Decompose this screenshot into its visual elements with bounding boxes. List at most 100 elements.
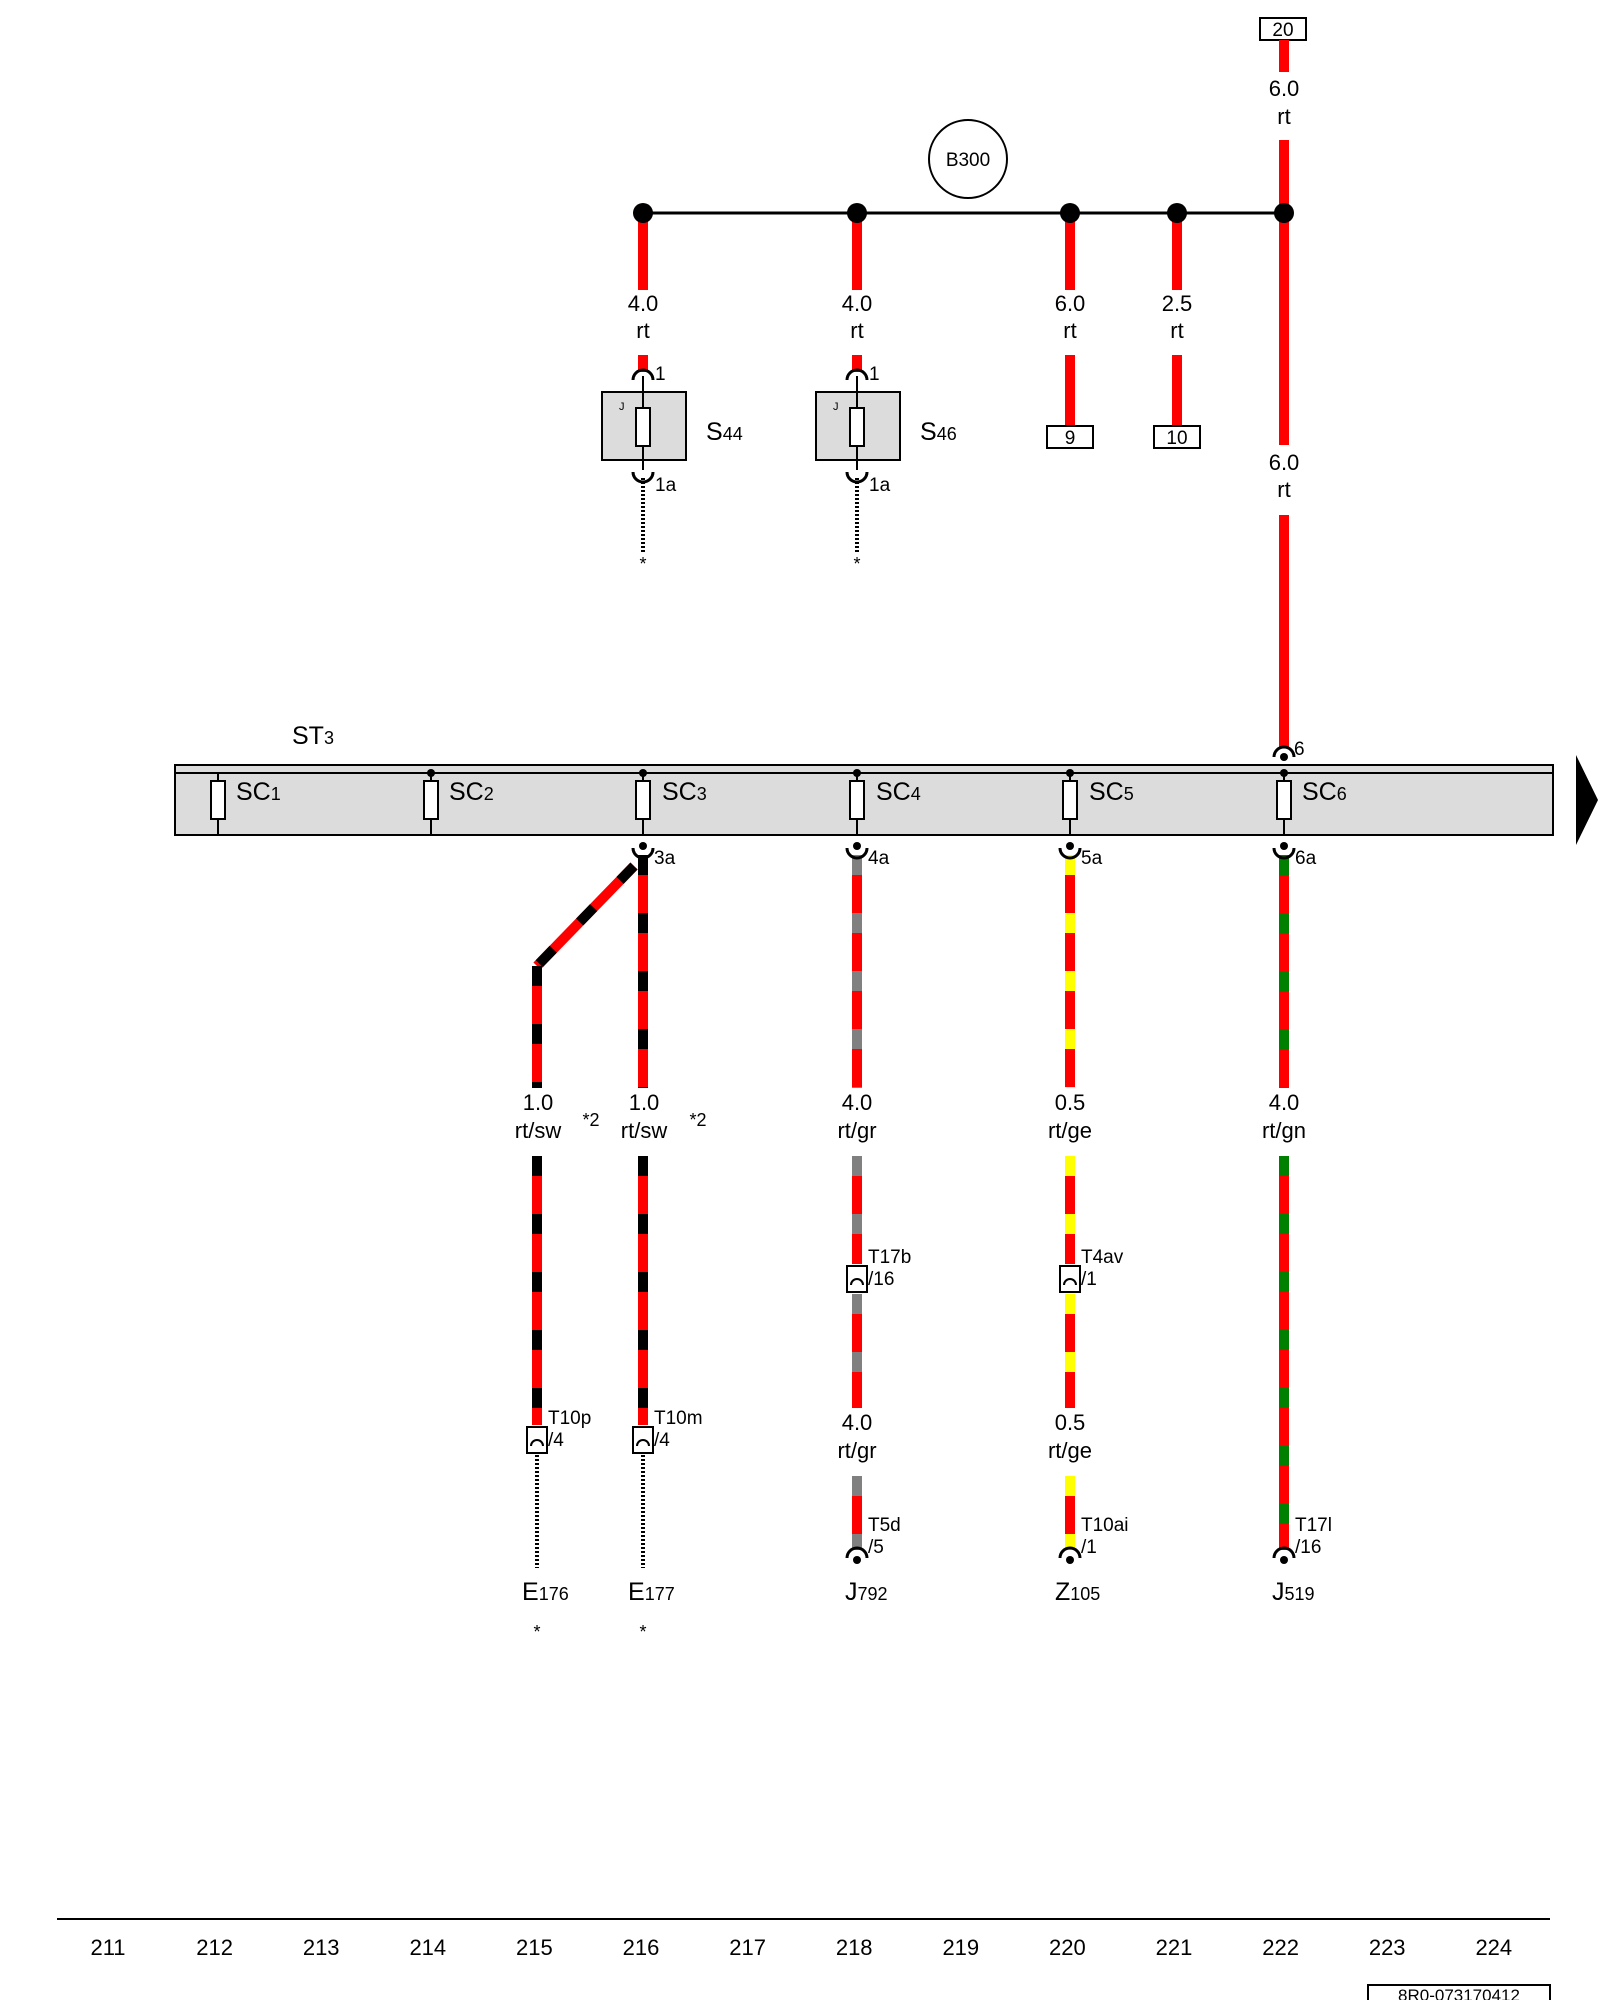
column-number: 223 xyxy=(1369,1935,1406,1960)
column-number: 215 xyxy=(516,1935,553,1960)
connector-pin-icon xyxy=(1058,1546,1082,1559)
wire-note: *2 xyxy=(582,1110,599,1130)
sc-fuse-4: SC4 xyxy=(849,773,921,835)
wire-stripe xyxy=(533,862,638,970)
connector-name: T17l xyxy=(1295,1515,1332,1536)
fuse-label: S44 xyxy=(706,418,743,446)
wire-gauge-label: 4.0 xyxy=(842,1090,873,1115)
wire-gauge-label: 6.0 xyxy=(1269,76,1300,101)
connector-pin: /16 xyxy=(868,1269,894,1290)
connector-pin-icon xyxy=(1058,847,1082,860)
wire-gauge-label: 4.0 xyxy=(842,291,873,316)
sc-fuse-label: SC4 xyxy=(876,778,921,806)
terminal-10-label: 10 xyxy=(1166,428,1187,449)
wire-gauge-label: 4.0 xyxy=(842,1410,873,1435)
wire-color-label: rt xyxy=(1170,318,1183,343)
connector-name: T10p xyxy=(548,1408,591,1429)
connector-t10ai: T10ai /1 xyxy=(1058,1515,1129,1564)
column-number: 218 xyxy=(836,1935,873,1960)
wire-color-label: rt xyxy=(850,318,863,343)
connector-t5d: T5d /5 xyxy=(845,1515,901,1564)
column-number: 219 xyxy=(942,1935,979,1960)
connector-t4av: T4av /1 xyxy=(1059,1247,1124,1293)
sc-fuse-label: SC2 xyxy=(449,778,494,806)
column-number: 222 xyxy=(1262,1935,1299,1960)
wire-gauge-label: 2.5 xyxy=(1162,291,1193,316)
pin-label: 1a xyxy=(655,475,677,496)
column-number: 213 xyxy=(303,1935,340,1960)
wire-gauge-label: 4.0 xyxy=(628,291,659,316)
component-labels: E176 * E177 * J792 Z105 J519 xyxy=(522,1578,1315,1642)
component-j519: J519 xyxy=(1272,1578,1315,1606)
fuse-element xyxy=(849,407,865,447)
connector-pin: /5 xyxy=(868,1537,884,1558)
wire-color-label: rt/gn xyxy=(1262,1118,1306,1143)
connector-t10m: T10m /4 xyxy=(632,1408,703,1454)
connector-name: T10m xyxy=(654,1408,703,1429)
sc-fuse-label: SC6 xyxy=(1302,778,1347,806)
component-z105: Z105 xyxy=(1055,1578,1100,1606)
connector-name: T17b xyxy=(868,1247,911,1268)
pin-label: 6a xyxy=(1295,848,1317,869)
fuse-s46: J 1 1a S46 * xyxy=(815,364,957,574)
wire-color-label: rt/ge xyxy=(1048,1118,1092,1143)
column-number: 221 xyxy=(1156,1935,1193,1960)
note-star: * xyxy=(853,554,860,574)
wire-gauge-label: 0.5 xyxy=(1055,1090,1086,1115)
wire-note: *2 xyxy=(689,1110,706,1130)
pin-label: 1 xyxy=(869,364,880,385)
connector-pin-icon xyxy=(845,1546,869,1559)
pin-label: 1 xyxy=(655,364,666,385)
wire-gauge-label: 6.0 xyxy=(1055,291,1086,316)
busbar-pins: 6 3a 4a 5a 6a xyxy=(631,739,1317,869)
column-number: 216 xyxy=(623,1935,660,1960)
connector-pin: /4 xyxy=(548,1430,564,1451)
sc-fuse-2: SC2 xyxy=(423,778,494,820)
fuse-label: S46 xyxy=(920,418,957,446)
column-number: 214 xyxy=(409,1935,446,1960)
component-j792: J792 xyxy=(845,1578,888,1606)
connector-pin-icon xyxy=(845,471,869,484)
pin-label: 4a xyxy=(868,848,890,869)
splice-dot xyxy=(1060,203,1080,223)
terminal-20: 20 xyxy=(1259,17,1307,41)
component-e176: E176 xyxy=(522,1578,569,1606)
connector-name: T4av xyxy=(1081,1247,1124,1268)
sc-fuse-3: SC3 xyxy=(635,773,707,835)
connector-pin-icon xyxy=(1272,745,1296,758)
connector-pin-icon xyxy=(1272,1546,1296,1559)
connector-pin: /1 xyxy=(1081,1537,1097,1558)
connector-pin-icon xyxy=(845,847,869,860)
terminal-9-label: 9 xyxy=(1065,428,1076,449)
wire-gauge-label: 0.5 xyxy=(1055,1410,1086,1435)
connector-pin-icon xyxy=(631,471,655,484)
terminal-10: 10 xyxy=(1153,425,1201,449)
splice-dot xyxy=(847,203,867,223)
wire-color-label: rt/gr xyxy=(837,1438,876,1463)
splice-dot xyxy=(1167,203,1187,223)
wire-gauge-label: 6.0 xyxy=(1269,450,1300,475)
splice-points xyxy=(633,203,1294,223)
connector-pin-icon xyxy=(845,368,869,381)
sc-fuse-6: SC6 xyxy=(1276,773,1347,835)
wire-color-label: rt xyxy=(1063,318,1076,343)
sc-fuse-1: SC1 xyxy=(210,778,281,820)
continue-arrow-icon xyxy=(1576,755,1598,845)
column-number: 217 xyxy=(729,1935,766,1960)
connector-pin: /16 xyxy=(1295,1537,1321,1558)
connector-name: T5d xyxy=(868,1515,901,1536)
sc-fuse-label: SC1 xyxy=(236,778,281,806)
connector-t17b: T17b /16 xyxy=(846,1247,911,1293)
sc-fuse-label: SC5 xyxy=(1089,778,1134,806)
end-connectors: T5d /5 T10ai /1 T17l /16 xyxy=(845,1515,1332,1564)
pin-label: 3a xyxy=(654,848,676,869)
column-number: 224 xyxy=(1475,1935,1512,1960)
splice-dot xyxy=(633,203,653,223)
wire-gauge-label: 4.0 xyxy=(1269,1090,1300,1115)
wire-color-label: rt xyxy=(636,318,649,343)
column-number: 211 xyxy=(90,1935,125,1960)
fuse-j-mark: J xyxy=(619,401,625,413)
ground-point-label: B300 xyxy=(946,150,990,171)
